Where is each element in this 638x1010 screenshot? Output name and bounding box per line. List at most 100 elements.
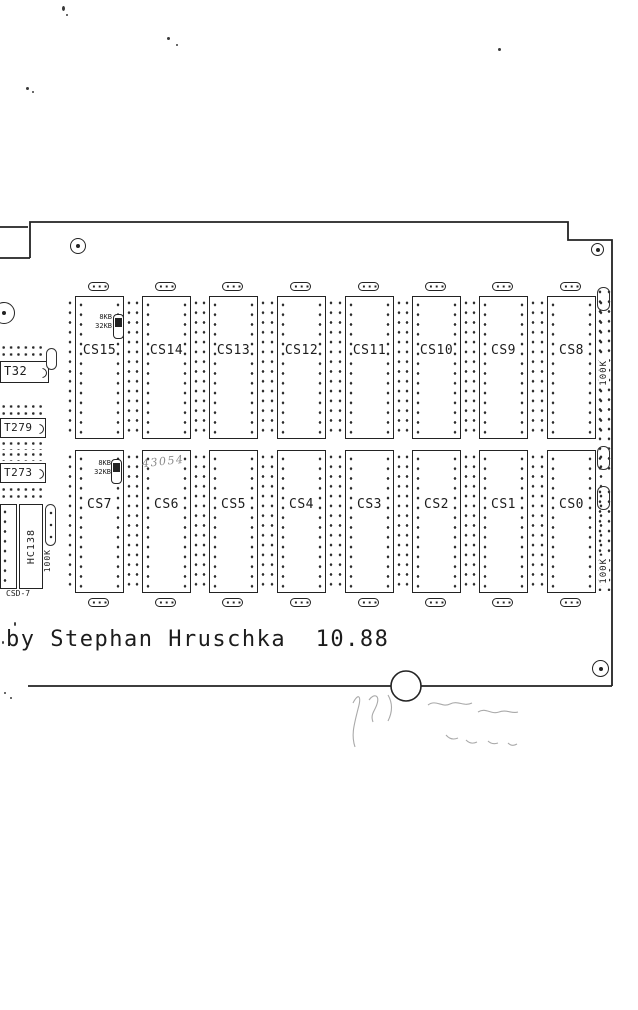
- resistor-label: 100K: [599, 358, 609, 388]
- chip-socket-cs13: CS13: [201, 282, 266, 439]
- via-holes: [463, 298, 469, 437]
- scan-speck: [32, 91, 34, 93]
- resistor-label: 100K: [599, 556, 609, 586]
- pin-holes: [212, 300, 218, 435]
- drill-hole: [390, 670, 422, 702]
- solder-pad: [46, 348, 57, 370]
- ic-notch: [42, 368, 47, 378]
- pin-holes: [348, 454, 354, 589]
- pin-holes: [519, 454, 525, 589]
- jumper-option: 32KB: [95, 321, 112, 330]
- pin-holes: [145, 300, 151, 435]
- pin-holes: [182, 454, 188, 589]
- scan-speck: [10, 697, 12, 699]
- resistor-label: 100K: [43, 549, 52, 573]
- scan-speck: [66, 14, 68, 16]
- socket-label: CS0: [559, 497, 584, 512]
- pin-holes: [348, 300, 354, 435]
- solder-pad: [560, 282, 581, 291]
- chip-socket-cs6: CS6: [134, 450, 199, 607]
- pin-holes: [452, 454, 458, 589]
- ic-label-wrap: HC138: [20, 505, 42, 588]
- pin-holes: [317, 454, 323, 589]
- pad-strip-left: [0, 504, 17, 589]
- socket-label: CS6: [154, 497, 179, 512]
- via-holes: [126, 452, 132, 591]
- jumper-option: 8KB: [99, 313, 112, 321]
- solder-pad: [425, 598, 446, 607]
- ic-t273: T273: [0, 463, 46, 483]
- pin-holes-row: [0, 451, 44, 461]
- chip-socket-cs14: CS14: [134, 282, 199, 439]
- pin-holes: [115, 300, 121, 435]
- scan-speck: [14, 622, 16, 626]
- socket-label: CS3: [357, 497, 382, 512]
- socket-label: CS14: [149, 343, 184, 358]
- csd7-label: CSD-7: [6, 589, 31, 598]
- ic-hc138: HC138: [19, 504, 43, 589]
- jumper-option: 8KB: [98, 459, 111, 467]
- solder-pad: [560, 598, 581, 607]
- pin-holes: [78, 454, 84, 589]
- via-holes: [260, 452, 266, 591]
- pin-holes: [606, 287, 612, 473]
- pin-holes: [550, 454, 556, 589]
- via-holes: [404, 452, 410, 591]
- via-holes: [337, 298, 343, 437]
- solder-pad: [597, 486, 610, 510]
- pencil-scribbles: [352, 694, 519, 748]
- pin-holes: [415, 300, 421, 435]
- socket-label: CS7: [87, 497, 112, 512]
- solder-pad: [88, 598, 109, 607]
- screw-hole-bottom-right: [592, 660, 609, 677]
- via-holes: [67, 298, 73, 437]
- via-holes: [530, 452, 536, 591]
- ic-notch: [39, 469, 44, 479]
- solder-pad: [155, 282, 176, 291]
- via-holes: [396, 452, 402, 591]
- solder-pad: [492, 598, 513, 607]
- via-holes: [328, 452, 334, 591]
- pin-holes: [317, 300, 323, 435]
- pin-holes: [415, 454, 421, 589]
- via-holes: [328, 298, 334, 437]
- ic-t279: T279: [0, 418, 46, 438]
- chip-socket-cs12: CS12: [269, 282, 334, 439]
- ic-t32: T32: [0, 361, 49, 383]
- chip-socket-cs4: CS4: [269, 450, 334, 607]
- jumper-block-top: [113, 314, 124, 339]
- scan-speck: [2, 641, 4, 644]
- chip-socket-cs5: CS5: [201, 450, 266, 607]
- pin-holes: [550, 300, 556, 435]
- pin-holes: [212, 454, 218, 589]
- pin-holes: [452, 300, 458, 435]
- via-holes: [193, 452, 199, 591]
- scan-speck: [26, 87, 29, 90]
- pin-holes: [519, 300, 525, 435]
- via-holes: [193, 298, 199, 437]
- socket-label: CS8: [559, 343, 584, 358]
- chip-socket-cs8: CS8: [539, 282, 604, 439]
- via-holes: [269, 452, 275, 591]
- chip-socket-cs9: CS9: [471, 282, 536, 439]
- jumper-option: 32KB: [94, 467, 111, 476]
- via-holes: [260, 298, 266, 437]
- pin-holes: [597, 487, 603, 591]
- via-holes: [463, 452, 469, 591]
- chip-socket-cs3: CS3: [337, 450, 402, 607]
- solder-pad: [222, 282, 243, 291]
- socket-label: CS1: [491, 497, 516, 512]
- pin-holes: [482, 454, 488, 589]
- solder-pad: [597, 287, 610, 311]
- scan-speck: [62, 6, 65, 11]
- pin-holes: [606, 487, 612, 591]
- via-holes: [337, 452, 343, 591]
- resistor-strip-bottom: 100K: [597, 486, 612, 592]
- pin-holes: [182, 300, 188, 435]
- pin-holes: [2, 507, 8, 586]
- board-outline: [0, 221, 613, 687]
- solder-pad: [358, 282, 379, 291]
- pin-holes-row: [0, 486, 44, 500]
- via-holes: [404, 298, 410, 437]
